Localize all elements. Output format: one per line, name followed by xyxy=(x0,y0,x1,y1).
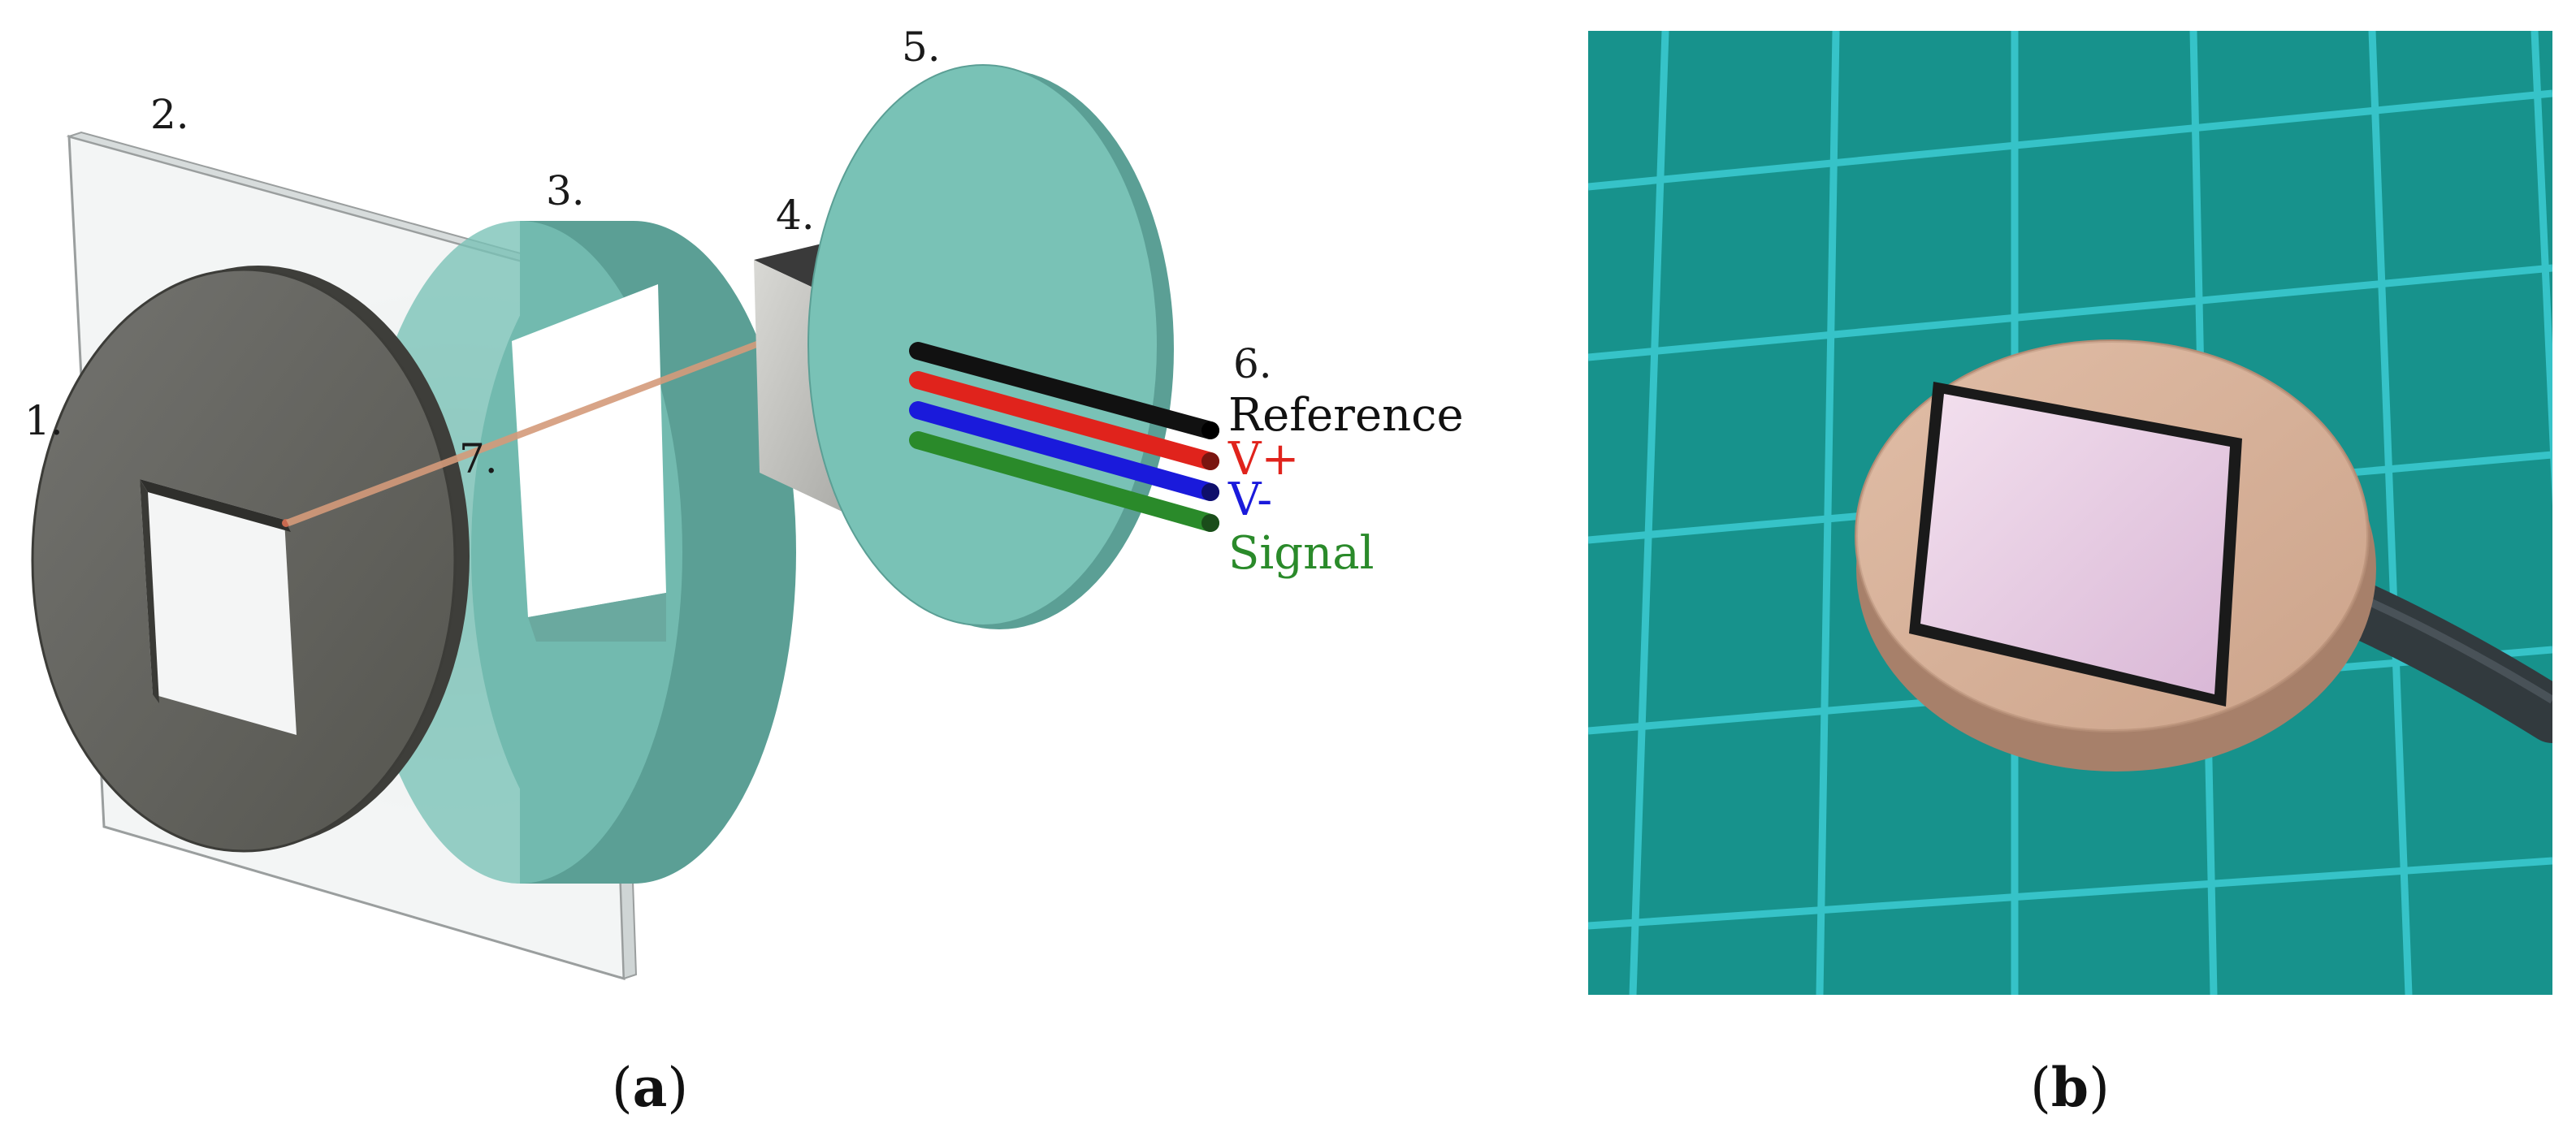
label-part-1: 1. xyxy=(24,397,63,444)
wire-label-vplus: V+ xyxy=(1227,433,1299,486)
label-part-6: 6. xyxy=(1233,340,1272,387)
label-part-3: 3. xyxy=(546,167,585,214)
label-part-5: 5. xyxy=(902,24,941,71)
wire-label-reference: Reference xyxy=(1228,389,1464,442)
copper-sensor-disc xyxy=(1855,339,2376,771)
label-part-4: 4. xyxy=(776,192,815,239)
panel-b-sensor-photo: (b) xyxy=(1588,31,2552,1119)
label-part-2: 2. xyxy=(150,91,189,138)
copper-ribbon xyxy=(286,284,908,526)
caption-a: (a) xyxy=(612,1056,688,1119)
caption-b: (b) xyxy=(2030,1056,2110,1119)
teal-disc-back xyxy=(807,64,1174,629)
wire-bundle xyxy=(909,342,1219,532)
sensor-window xyxy=(1920,394,2230,694)
teal-ring-housing xyxy=(357,221,796,884)
label-part-7: 7. xyxy=(459,435,498,482)
dark-aperture-frame xyxy=(31,266,470,853)
panel-a-exploded-view: 1. 2. 3. 4. 5. 6. 7. Reference V+ V- Sig… xyxy=(24,24,1464,1119)
wire-label-signal: Signal xyxy=(1228,527,1374,580)
wire-label-vminus: V- xyxy=(1227,473,1272,526)
